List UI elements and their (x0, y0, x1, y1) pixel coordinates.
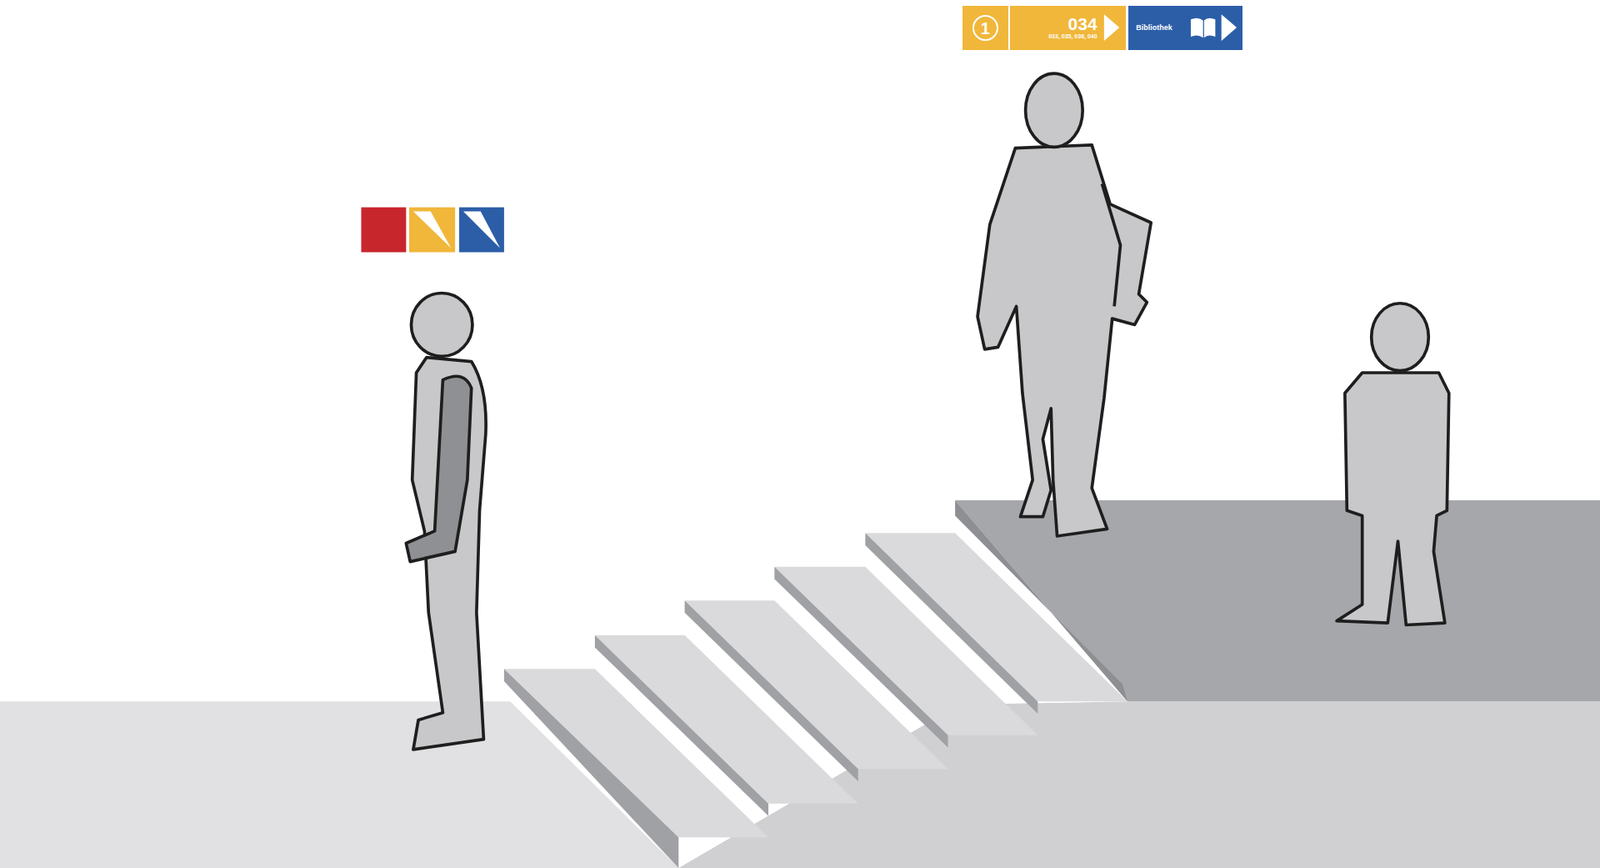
room-number-panel: 034033, 035, 036, 040 (1010, 5, 1125, 50)
floor-number-panel: 1 (962, 5, 1009, 50)
direction-arrow (1104, 14, 1120, 41)
direction-arrow (1221, 14, 1237, 41)
sign-text: Bibliothek (1135, 24, 1173, 32)
person-standing (405, 292, 486, 749)
sign-text: 1 (972, 15, 999, 41)
person-walking (977, 73, 1151, 536)
person-child (1336, 303, 1450, 625)
library-panel: Bibliothek (1128, 5, 1243, 50)
sign-subtext: 033, 035, 036, 040 (1048, 33, 1097, 40)
staircase (504, 532, 1128, 868)
book-icon (1190, 18, 1215, 39)
colour-code-sign (360, 207, 504, 253)
sign-text: 034 (1068, 15, 1098, 33)
